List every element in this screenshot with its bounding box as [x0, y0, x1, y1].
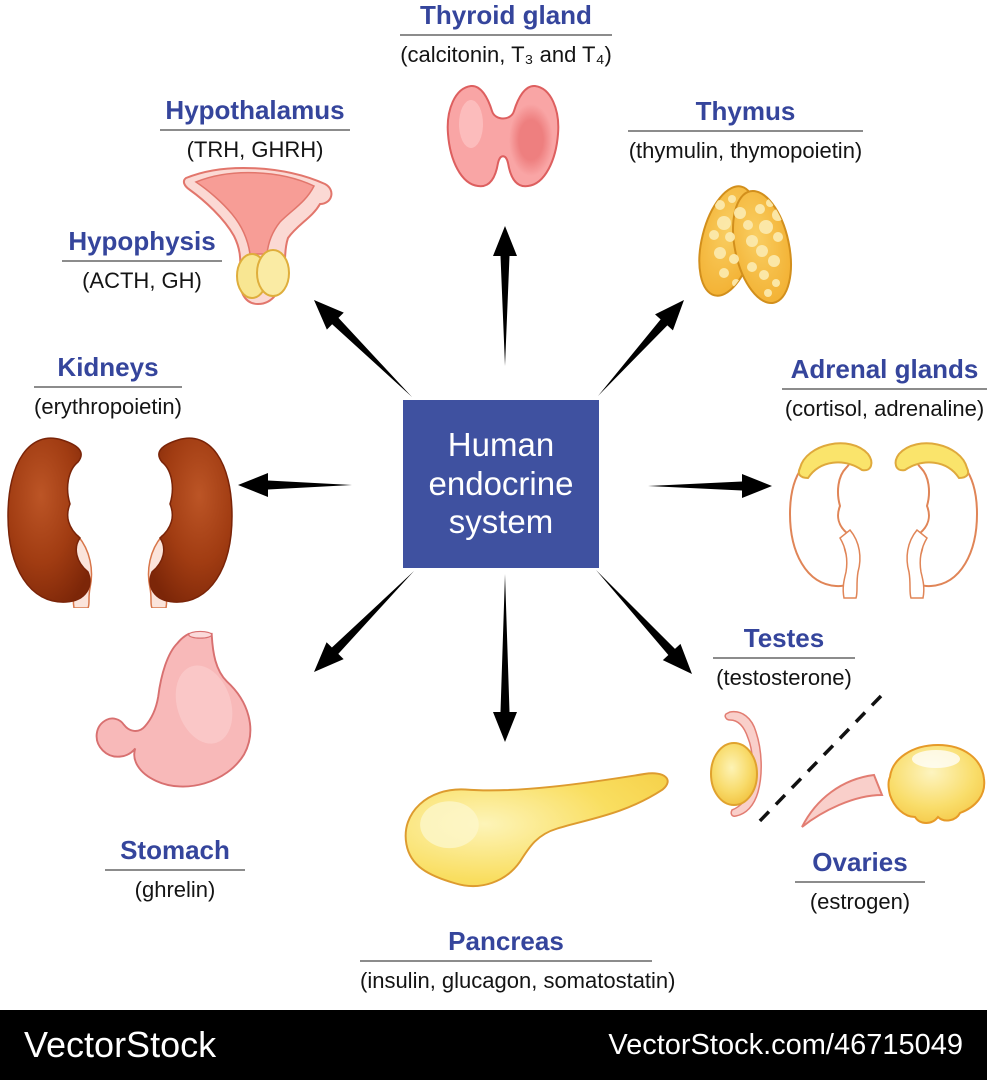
adrenal-glands-hormones: (cortisol, adrenaline)	[784, 396, 985, 422]
watermark-brand: VectorStock	[24, 1024, 217, 1065]
center-title-box: Human endocrine system	[403, 400, 599, 568]
stomach-name: Stomach	[105, 835, 245, 872]
label-testes: Testes (testosterone)	[713, 623, 855, 691]
arrow-down-left	[314, 571, 414, 672]
hypothalamus-hypophysis-illustration	[182, 167, 333, 306]
pancreas-hormones: (insulin, glucagon, somatostatin)	[360, 968, 676, 994]
adrenal-glands-illustration	[788, 442, 979, 599]
label-hypothalamus: Hypothalamus (TRH, GHRH)	[160, 95, 350, 163]
thyroid-name: Thyroid gland	[400, 0, 612, 37]
testis-illustration	[710, 710, 762, 817]
arrow-left	[238, 473, 352, 497]
hypophysis-name: Hypophysis	[62, 226, 222, 263]
ovary-illustration	[801, 743, 986, 828]
stomach-illustration	[95, 630, 252, 788]
arrow-up-right	[598, 300, 684, 396]
thymus-hormones: (thymulin, thymopoietin)	[628, 138, 863, 164]
gender-divider-dashed-line	[752, 694, 883, 829]
ovaries-hormones: (estrogen)	[809, 889, 911, 915]
kidneys-illustration	[7, 437, 233, 608]
thymus-illustration	[698, 185, 792, 305]
pancreas-name: Pancreas	[360, 926, 652, 963]
label-thymus: Thymus (thymulin, thymopoietin)	[628, 96, 863, 164]
label-pancreas: Pancreas (insulin, glucagon, somatostati…	[360, 926, 676, 994]
watermark-url: VectorStock.com/46715049	[608, 1028, 963, 1061]
arrow-down-right	[596, 570, 692, 674]
testes-name: Testes	[713, 623, 855, 660]
label-adrenal-glands: Adrenal glands (cortisol, adrenaline)	[782, 354, 987, 422]
hypothalamus-name: Hypothalamus	[160, 95, 350, 132]
label-stomach: Stomach (ghrelin)	[105, 835, 245, 903]
label-kidneys: Kidneys (erythropoietin)	[34, 352, 182, 420]
pancreas-illustration	[404, 772, 669, 888]
watermark-bar: VectorStock VectorStock.com/46715049	[0, 1010, 987, 1080]
thymus-name: Thymus	[628, 96, 863, 133]
thyroid-illustration	[446, 84, 560, 188]
kidneys-name: Kidneys	[34, 352, 182, 389]
arrow-right	[648, 474, 772, 498]
arrow-down	[493, 574, 517, 742]
thyroid-hormones: (calcitonin, T₃ and T₄)	[400, 42, 612, 68]
stomach-hormones: (ghrelin)	[134, 877, 216, 903]
center-title: Human endocrine system	[428, 425, 574, 541]
label-hypophysis: Hypophysis (ACTH, GH)	[62, 226, 222, 294]
hypothalamus-hormones: (TRH, GHRH)	[186, 137, 324, 163]
arrow-up-left	[314, 300, 412, 397]
adrenal-glands-name: Adrenal glands	[782, 354, 987, 391]
arrow-up	[493, 226, 517, 366]
label-ovaries: Ovaries (estrogen)	[795, 847, 925, 915]
label-thyroid: Thyroid gland (calcitonin, T₃ and T₄)	[400, 0, 612, 68]
kidneys-hormones: (erythropoietin)	[34, 394, 182, 420]
hypophysis-hormones: (ACTH, GH)	[82, 268, 202, 294]
ovaries-name: Ovaries	[795, 847, 925, 884]
testes-hormones: (testosterone)	[716, 665, 852, 691]
